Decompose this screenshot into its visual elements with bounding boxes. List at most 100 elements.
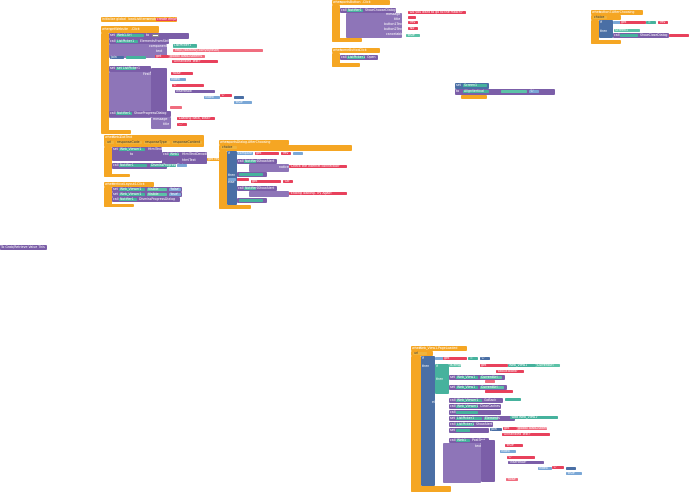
component-getter[interactable]: Web_Viewer1 bbox=[119, 147, 145, 152]
call-goback[interactable]: call Web_Viewer1 GoBack bbox=[449, 398, 503, 403]
property-getter[interactable]: Visible bbox=[147, 192, 167, 197]
call-listpicker-open[interactable]: call ListPicker1 Open bbox=[340, 55, 378, 60]
component-getter[interactable]: Notifier1 bbox=[119, 163, 147, 168]
if-block[interactable]: if then bbox=[421, 356, 435, 486]
component-name[interactable]: sportsDialog bbox=[227, 140, 248, 144]
component-getter[interactable]: Web_Viewer1 bbox=[456, 398, 482, 403]
param-responsecontent[interactable]: responseContent bbox=[172, 140, 202, 145]
component-getter[interactable]: ListPicker1 bbox=[173, 43, 197, 48]
text-block[interactable] bbox=[669, 34, 689, 38]
set-web-url-block[interactable]: set Web1.Url to bbox=[109, 33, 189, 39]
component-getter[interactable] bbox=[239, 172, 263, 177]
component-getter[interactable]: Web_View1 bbox=[456, 375, 478, 380]
compare-block[interactable]: compare texts bbox=[237, 151, 261, 156]
param-responsecode[interactable]: responseCode bbox=[116, 140, 142, 145]
text-block[interactable]: 'Unhandled Text!' bbox=[502, 432, 550, 437]
text-block[interactable]: 'false' bbox=[506, 477, 518, 482]
call-block[interactable] bbox=[237, 198, 267, 203]
is-empty-block[interactable]: is empty bbox=[449, 363, 464, 368]
event-homebutton-click[interactable]: when homeButton .Click bbox=[332, 48, 380, 53]
empty-list-block[interactable]: create empty list bbox=[156, 16, 185, 22]
component-getter[interactable]: Web_View1 bbox=[456, 385, 478, 390]
text-block[interactable]: 'Unhandled Text!' bbox=[172, 59, 218, 64]
get-choice[interactable]: get bbox=[620, 20, 646, 25]
event-sportsdialog-afterchoosing[interactable]: when sportsDialog .AfterChoosing bbox=[219, 140, 289, 145]
text-block[interactable]: 'true' bbox=[505, 443, 523, 448]
get-block[interactable] bbox=[237, 178, 249, 182]
component-getter[interactable]: Web_Viewer1 bbox=[119, 192, 145, 197]
component-getter[interactable]: Notifier1 bbox=[244, 158, 259, 164]
event-webview-pageloaded[interactable]: when Web_View1 .PageLoaded bbox=[411, 346, 467, 351]
property-getter[interactable]: CurrentUrl bbox=[480, 375, 502, 380]
index-block[interactable]: index bbox=[500, 449, 516, 454]
global-getter[interactable]: global loadListItems bbox=[517, 426, 551, 431]
set-webview-row[interactable]: set Web_View1 CurrentUrl bbox=[449, 385, 507, 390]
logic-true[interactable]: 'true' bbox=[406, 33, 420, 38]
index-block[interactable]: index bbox=[204, 95, 220, 100]
call-dismiss-progress[interactable]: call Notifier1 DismissProgressDialog bbox=[112, 197, 180, 202]
component-getter[interactable] bbox=[456, 428, 470, 433]
param-url[interactable]: url bbox=[413, 351, 427, 356]
global-getter[interactable]: global loadListItems bbox=[169, 54, 205, 59]
event-button7-afterchoosing[interactable]: when button7 .AfterChoosing bbox=[591, 10, 643, 15]
text-block[interactable]: 'Ending loading. Try Again' bbox=[289, 191, 347, 196]
component-name[interactable]: getWebsite bbox=[110, 26, 128, 31]
call-listpicker-block[interactable]: call ListPicker1 ElementsFromString bbox=[109, 38, 173, 44]
component-getter[interactable]: DismissProgressDialog bbox=[150, 163, 188, 168]
param-choice[interactable]: choice bbox=[221, 145, 237, 150]
index-block[interactable]: index bbox=[538, 466, 552, 471]
param-url[interactable]: url bbox=[106, 140, 114, 145]
call-web-posttext[interactable]: call Web1 PostText bbox=[449, 438, 489, 443]
call-showalert[interactable]: call ListPicker1 ShowAlert bbox=[449, 421, 493, 427]
text-url-block[interactable]: http://bartleby.com/lkjfdsaf/ bbox=[173, 48, 263, 53]
call-block[interactable] bbox=[237, 172, 267, 177]
call-showchoosedialog[interactable]: call Notifier1 ShowChooseDialog bbox=[340, 7, 396, 13]
component-getter[interactable]: Web_Viewer1 bbox=[119, 187, 145, 192]
join-block[interactable]: join bbox=[490, 427, 502, 432]
compare-op[interactable]: = bbox=[646, 20, 656, 25]
component-getter[interactable]: Notifier1 bbox=[347, 7, 363, 13]
property-getter[interactable]: Elements bbox=[484, 415, 500, 421]
set-listpicker-elements[interactable]: set ListPicker1 Elements bbox=[449, 416, 515, 421]
call-showalert[interactable]: call Notifier1 ShowAlert bbox=[237, 159, 277, 164]
index-block[interactable]: index bbox=[170, 77, 186, 82]
number-block[interactable]: '1' bbox=[529, 89, 539, 94]
logic-block[interactable] bbox=[228, 178, 236, 182]
component-getter[interactable]: Web_View1 bbox=[508, 363, 536, 368]
component-getter[interactable] bbox=[620, 33, 638, 38]
compare-block[interactable] bbox=[613, 21, 623, 25]
event-getwebsite-click[interactable]: when getWebsite .Click bbox=[101, 26, 159, 33]
component-getter[interactable]: Notifier1 bbox=[116, 111, 132, 116]
text-block[interactable] bbox=[485, 390, 513, 394]
call-showalert-2[interactable]: call Notifier1 ShowAlert bbox=[237, 186, 277, 191]
property-getter[interactable] bbox=[501, 89, 527, 94]
get-choice[interactable]: get bbox=[255, 151, 279, 156]
call-htmltextdecode[interactable]: call Web1 HtmlTextDecode htmlText bbox=[162, 151, 209, 164]
variable-name[interactable]: loadListItems bbox=[128, 17, 150, 21]
text-block[interactable]: 'about:blank' bbox=[496, 369, 524, 374]
compare-block[interactable] bbox=[435, 357, 445, 361]
component-getter[interactable]: ListPicker1 bbox=[456, 416, 482, 421]
text-block[interactable]: 'false' bbox=[171, 71, 193, 76]
get-url[interactable]: get bbox=[443, 356, 467, 361]
component-getter[interactable] bbox=[456, 410, 478, 415]
logic-block[interactable] bbox=[177, 164, 187, 168]
text-block[interactable]: '...' bbox=[177, 122, 187, 127]
component-getter[interactable] bbox=[239, 198, 263, 203]
logic-block[interactable]: 'true' bbox=[169, 192, 181, 197]
text-block[interactable]: '1' bbox=[552, 465, 564, 470]
set-webview-currenturl[interactable]: set Web_View1 CurrentUrl bbox=[449, 375, 505, 380]
param-responsetype[interactable]: responseType bbox=[144, 140, 170, 145]
component-getter[interactable]: set ListPicker1 bbox=[116, 66, 140, 71]
set-alignvertical-row[interactable]: to AlignVertical '1' bbox=[455, 89, 555, 95]
set-webviewer-htmltext[interactable]: set Web_Viewer1 HtmlText to bbox=[112, 147, 162, 161]
text-block[interactable] bbox=[170, 106, 182, 110]
number-block[interactable]: '1' bbox=[480, 356, 490, 361]
call-dismiss-progress[interactable]: call Notifier1 bbox=[112, 163, 167, 169]
get-block[interactable]: get bbox=[155, 54, 169, 59]
text-block[interactable]: '1' bbox=[507, 455, 535, 460]
component-name[interactable]: homeButton bbox=[340, 48, 360, 52]
component-getter[interactable]: AlignVertical bbox=[463, 89, 489, 94]
compare-op[interactable]: = bbox=[468, 356, 478, 361]
join-block[interactable]: join bbox=[110, 55, 124, 60]
